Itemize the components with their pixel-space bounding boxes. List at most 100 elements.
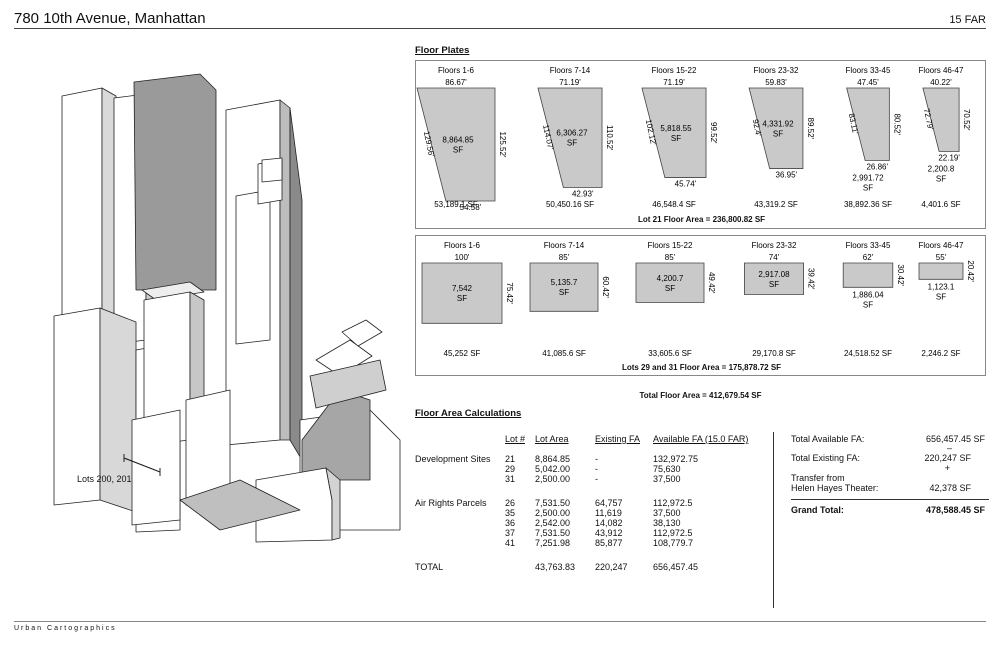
plate-area: 5,818.55 (660, 124, 692, 133)
plate-floors-label: Floors 7-14 (550, 66, 591, 75)
tower-c-side (279, 99, 291, 441)
total-available-value: 656,457.45 SF (925, 434, 985, 444)
plate-right-dim: 89.52' (806, 118, 815, 140)
plate-total: 24,518.52 SF (844, 349, 892, 358)
plate-right-dim: 125.52' (498, 131, 507, 157)
floor-plate-rect (529, 262, 599, 312)
plate-right-dim: 99.52' (709, 122, 718, 144)
plate-area-unit: SF (457, 294, 467, 303)
total-existing-value: 220,247 SF (924, 453, 971, 463)
grand-total-label: Grand Total: (791, 505, 844, 515)
total-available-label: Total Available FA: (791, 434, 865, 444)
plate-floors-label: Floors 1-6 (438, 66, 475, 75)
plate-total: 50,450.16 SF (546, 200, 594, 209)
plate-top-dim: 40.22' (930, 78, 952, 87)
plate-side-dim: 75.42' (505, 282, 514, 304)
plate-top-dim: 86.67' (445, 78, 467, 87)
plate-bottom-dim: 42.93' (572, 189, 594, 198)
lots-label: Lots 200, 201 (77, 474, 132, 484)
plate-side-dim: 30.42' (896, 264, 905, 286)
plate-floors-label: Floors 23-32 (752, 241, 797, 250)
lot21-total: Lot 21 Floor Area = 236,800.82 SF (637, 215, 766, 224)
plate-left-dim: 72.79' (922, 108, 935, 131)
plate-floors-label: Floors 33-45 (846, 241, 891, 250)
cluster-shade (301, 389, 371, 481)
plate-bottom-dim: 45.74' (675, 180, 697, 189)
col-existing: Existing FA (595, 434, 641, 444)
tower-c-crown-top (261, 157, 283, 183)
plate-total: 4,401.6 SF (921, 200, 960, 209)
page-title: 780 10th Avenue, Manhattan (14, 10, 206, 27)
plate-side-dim: 39.42' (807, 268, 816, 290)
plate-total: 29,170.8 SF (752, 349, 796, 358)
col-lot: Lot # (505, 434, 526, 444)
plate-area: 6,306.27 (556, 129, 588, 138)
lot21-plates: Floors 1-686.67'125.52'129.56'8,864.85SF… (416, 66, 971, 212)
podium-mid-top (141, 281, 205, 301)
podium-low-block (131, 409, 181, 526)
cluster-top-2 (341, 319, 383, 347)
plate-total: 43,319.2 SF (754, 200, 798, 209)
plate-side-dim: 49.42' (707, 272, 716, 294)
plate-top-dim: 47.45' (857, 78, 879, 87)
plate-bottom-dim: 22.19' (938, 153, 960, 162)
plate-bottom-dim: 36.95' (776, 171, 798, 180)
ground-shadow (179, 479, 301, 531)
floor-plate-shape (846, 87, 890, 161)
plate-area: 5,135.7 (551, 278, 578, 287)
floor-plate-shape (922, 87, 960, 152)
far-label: 15 FAR (949, 14, 986, 26)
calc-header-row: Lot # Lot Area Existing FA Available FA … (415, 434, 754, 444)
minus-sign: – (946, 443, 952, 453)
footer-credit: Urban Cartographics (14, 625, 117, 632)
tower-a-front (61, 87, 103, 317)
plate-left-dim: 92.4' (751, 118, 763, 137)
header-rule (14, 28, 986, 29)
plate-top-dim: 59.83' (765, 78, 787, 87)
plate-right-dim: 80.52' (892, 113, 901, 135)
plate-floors-label: Floors 46-47 (919, 66, 964, 75)
col-lot-area: Lot Area (535, 434, 569, 444)
plate-right-dim: 110.52' (605, 125, 614, 151)
lots2931-total: Lots 29 and 31 Floor Area = 175,878.72 S… (621, 363, 782, 372)
floor-plate-rect (842, 262, 894, 288)
plate-bottom-dim: 26.86' (866, 162, 888, 171)
calc-title: Floor Area Calculations (415, 408, 522, 419)
plate-top-dim: 71.19' (663, 78, 685, 87)
plate-area: 2,991.72 (852, 173, 884, 182)
plate-total: 45,252 SF (444, 349, 481, 358)
plate-total: 41,085.6 SF (542, 349, 586, 358)
plate-total: 33,605.6 SF (648, 349, 692, 358)
plate-floors-label: Floors 15-22 (652, 66, 697, 75)
plate-area-unit: SF (567, 139, 577, 148)
slab-dark (133, 73, 217, 291)
plate-area: 8,864.85 (442, 135, 474, 144)
plus-sign: + (944, 463, 950, 473)
plate-area-unit: SF (936, 292, 946, 301)
plate-top-dim: 55' (936, 253, 947, 262)
plate-total: 53,189.1 SF (434, 200, 478, 209)
floor-plate-shape (748, 87, 804, 169)
plate-bottom-dim: 54.58' (460, 203, 482, 212)
plate-top-dim: 71.19' (559, 78, 581, 87)
massing-model (53, 73, 401, 543)
transfer-label-2: Helen Hayes Theater: (791, 483, 879, 493)
plate-area: 1,123.1 (928, 282, 955, 291)
cluster-mid (309, 359, 387, 409)
plate-area-unit: SF (863, 183, 873, 192)
plate-area: 4,331.92 (762, 119, 794, 128)
plate-area-unit: SF (665, 284, 675, 293)
plate-floors-label: Floors 7-14 (544, 241, 585, 250)
total-existing-label: Total Existing FA: (791, 453, 861, 463)
summary-divider (773, 432, 774, 608)
plate-top-dim: 85' (559, 253, 570, 262)
plate-right-dim: 70.52' (962, 109, 971, 131)
plate-top-dim: 85' (665, 253, 676, 262)
plate-area: 2,917.08 (758, 270, 790, 279)
